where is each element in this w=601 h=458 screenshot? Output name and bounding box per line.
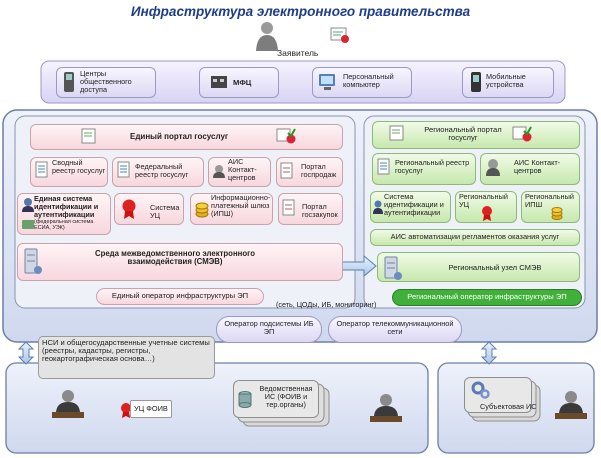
ib-operator-label: Оператор подсистемы ИБ ЭП	[224, 319, 314, 336]
regional-seal-ribbon-icon	[482, 206, 492, 221]
regional-registry-label: Региональный реестр госуслуг	[395, 158, 470, 175]
regional-official-at-desk-icon	[370, 394, 402, 422]
database-icon	[238, 391, 252, 408]
portal-document-icon	[81, 128, 96, 144]
personal-computer-icon	[319, 74, 335, 90]
telecom-operator-label: Оператор телекоммуникационной сети	[336, 319, 454, 336]
headset-operator-icon	[213, 165, 225, 178]
mfc-office-icon	[211, 76, 227, 88]
regional-id-system[interactable]	[370, 191, 451, 223]
federal-portal-label: Единый портал госуслуг	[130, 132, 229, 141]
regional-server-icon	[384, 256, 402, 280]
regional-operator[interactable]	[392, 289, 582, 306]
coins-icon	[195, 202, 209, 218]
regional-portal[interactable]	[372, 121, 580, 149]
federal-operator-label: Единый оператор инфраструктуры ЭП	[111, 291, 249, 300]
subject-official-at-desk-icon	[555, 391, 587, 419]
federal-procurement-portal-label: Портал госпродаж	[301, 162, 337, 179]
federal-registry-label: Федеральный реестр госуслуг	[135, 162, 189, 179]
federal-registry-document-icon	[117, 161, 130, 178]
regional-ipsh-label: Региональный ИПШ	[525, 192, 574, 209]
federal-uc-system[interactable]	[114, 193, 184, 225]
ib-operator[interactable]	[216, 316, 322, 343]
regional-ais-contact-label: АИС Контакт-центров	[514, 158, 561, 175]
certificate-seal-icon	[276, 128, 296, 144]
regional-uc-label: Региональный УЦ	[459, 192, 508, 209]
zakupok-document-icon	[282, 199, 295, 216]
regional-id-system-label: Система идентификации и аутентификации	[384, 192, 444, 217]
server-icon	[24, 248, 42, 274]
regional-smev-node[interactable]	[377, 252, 580, 282]
gears-icon	[471, 381, 490, 399]
federal-smev-label: Среда межведомственного электронного вза…	[94, 249, 256, 267]
procurement-document-icon	[280, 162, 293, 179]
federal-esia-label: Единая система идентификации и аутентифи…	[34, 194, 99, 219]
regional-headset-operator-icon	[486, 159, 500, 176]
seal-ribbon-icon	[122, 199, 136, 219]
mobile-phone-icon	[471, 72, 481, 92]
nsi-systems-label: НСИ и общегосударственные учетные систем…	[42, 338, 210, 364]
telecom-operator[interactable]	[328, 316, 462, 343]
access-mfc-label: МФЦ	[233, 78, 252, 87]
access-personal-computer-label: Персональный компьютер	[343, 72, 394, 89]
public-access-terminal-icon	[64, 72, 74, 92]
applicant-label: Заявитель	[277, 48, 319, 58]
user-id-icon	[22, 198, 34, 212]
regional-ais-automation[interactable]	[370, 229, 580, 246]
access-public-centers-label: Центры общественного доступа	[80, 69, 132, 94]
federal-ais-contact-label: АИС Контакт-центров	[228, 157, 257, 182]
federal-zakupok-portal-label: Портал госзакупок	[302, 202, 338, 219]
access-mobile-devices-label: Мобильные устройства	[486, 72, 526, 89]
id-card-icon	[22, 220, 34, 229]
registry-document-icon	[35, 161, 48, 178]
nsi-systems[interactable]	[38, 336, 215, 379]
federal-operator[interactable]	[96, 288, 264, 305]
federal-payment-gateway-label: Информационно-платежный шлюз (ИПШ)	[211, 193, 271, 218]
federal-zakupok-portal[interactable]	[278, 193, 343, 225]
regional-coins-icon	[551, 207, 563, 220]
uc-foiv-label: УЦ ФОИВ	[134, 404, 168, 413]
subject-is-label: Субъектовая ИС	[480, 402, 537, 411]
federal-svodny-registry-label: Сводный реестр госуслуг	[52, 158, 106, 175]
regional-smev-node-label: Региональный узел СМЭВ	[448, 263, 542, 272]
regional-ais-automation-label: АИС автоматизации регламентов оказания у…	[390, 232, 560, 241]
regional-portal-document-icon	[389, 125, 404, 141]
official-at-desk-icon	[52, 390, 84, 418]
federal-esia-note: (федеральная система ЕСИА, УЭК)	[34, 219, 94, 231]
regional-operator-label: Региональный оператор инфраструктуры ЭП	[407, 292, 567, 301]
network-note: (сеть, ЦОДы, ИБ, мониторинг)	[276, 300, 377, 309]
regional-user-id-icon	[373, 200, 383, 214]
regional-registry-document-icon	[377, 158, 390, 175]
vedom-is-label: Ведомственная ИС (ФОИВ и тер.органы)	[259, 384, 313, 409]
regional-ipsh[interactable]	[521, 191, 580, 223]
page-title: Инфраструктура электронного правительств…	[130, 4, 471, 19]
uc-foiv[interactable]	[130, 400, 172, 418]
federal-uc-system-label: Система УЦ	[150, 203, 180, 220]
certificate-icon	[330, 27, 349, 43]
regional-portal-label: Региональный портал госуслуг	[424, 125, 502, 143]
applicant-person-icon	[256, 22, 278, 51]
uc-foiv-seal-icon	[121, 403, 131, 418]
federal-smev[interactable]	[17, 243, 343, 281]
regional-certificate-seal-icon	[512, 126, 532, 142]
